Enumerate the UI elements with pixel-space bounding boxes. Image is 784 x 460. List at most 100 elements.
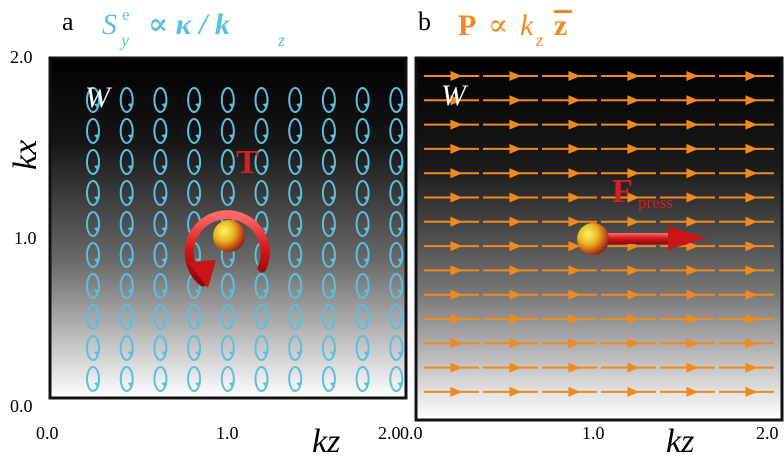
spin-arrowhead-icon [195,320,202,326]
flow-arrowhead-icon [627,168,640,179]
x-tick-b-1: 1.0 [582,423,605,443]
spin-arrowhead-icon [161,258,168,264]
spin-arrowhead-icon [127,351,134,357]
flow-arrowhead-icon [686,265,699,276]
spin-arrowhead-icon [127,227,134,233]
spin-loop-icon [86,273,100,299]
flow-arrowhead-icon [745,386,758,397]
flow-arrowhead-icon [450,192,463,203]
title-b-k: k [520,9,534,42]
spin-arrowhead-icon [94,165,100,171]
spin-loop-icon [153,304,168,330]
flow-arrowhead-icon [745,314,758,324]
flow-arrowhead-icon [509,241,522,252]
spin-loop-icon [119,149,134,175]
spin-loop-icon [321,118,336,144]
spin-loop-icon [321,273,336,299]
flow-arrowhead-icon [509,143,522,154]
flow-arrowhead-icon [509,362,522,373]
spin-loop-icon [389,180,404,206]
spin-loop-icon [153,366,168,392]
flow-arrowhead-icon [509,314,522,324]
spin-arrowhead-icon [127,134,134,140]
spin-arrowhead-icon [363,258,370,264]
spin-arrowhead-icon [94,289,100,295]
spin-loop-icon [187,118,202,144]
spin-arrowhead-icon [329,103,336,109]
spin-arrowhead-icon [296,103,303,109]
spin-loop-icon [86,180,100,206]
flow-arrowhead-icon [450,362,463,373]
spin-arrowhead-icon [228,320,235,326]
flow-arrowhead-icon [568,338,581,349]
flow-arrowhead-icon [450,95,463,106]
y-tick-mid: 1.0 [14,228,37,248]
particle-sphere-icon [213,220,245,252]
flow-arrowhead-icon [745,265,758,276]
spin-arrowhead-icon [363,289,370,295]
spin-arrowhead-icon [363,196,370,202]
x-tick-a-0: 0.0 [36,423,59,443]
spin-arrowhead-icon [262,134,269,140]
spin-arrowhead-icon [397,289,404,295]
spin-arrowhead-icon [397,196,404,202]
flow-arrowhead-icon [509,216,522,227]
spin-arrowhead-icon [262,227,269,233]
flow-arrowhead-icon [745,71,758,81]
spin-arrowhead-icon [195,134,202,140]
title-a-S: S [102,8,117,41]
spin-loop-icon [119,242,134,268]
spin-loop-icon [254,118,269,144]
zbar-overline [554,10,572,13]
flow-arrowhead-icon [450,241,463,252]
spin-arrowhead-icon [161,289,168,295]
flow-arrowhead-icon [686,314,699,324]
spin-loop-icon [321,180,336,206]
spin-arrowhead-icon [329,320,336,326]
flow-arrowhead-icon [686,289,699,300]
spin-arrowhead-icon [262,103,269,109]
spin-loop-icon [187,304,202,330]
spin-loop-icon [153,335,168,361]
flow-arrowhead-icon [627,386,640,397]
spin-loop-icon [153,211,168,237]
flow-arrow-grid [424,71,774,397]
spin-loop-icon [355,273,370,299]
flow-arrowhead-icon [568,95,581,106]
spin-arrowhead-icon [161,320,168,326]
spin-loop-icon [86,211,100,237]
spin-arrowhead-icon [397,382,404,388]
panel-b: b P ∝ k z z W F press 0.0 1.0 2.0 kz [400,7,784,460]
spin-arrowhead-icon [195,351,202,357]
flow-arrowhead-icon [450,143,463,154]
spin-loop-icon [153,87,168,113]
spin-arrowhead-icon [161,227,168,233]
flow-arrowhead-icon [627,314,640,324]
spin-arrowhead-icon [161,165,168,171]
spin-loop-icon [321,335,336,361]
spin-loop-icon [288,180,303,206]
force-label: F [612,173,633,210]
spin-arrowhead-icon [94,320,100,326]
spin-arrowhead-icon [262,289,269,295]
panel-b-title: P ∝ k z z [458,9,572,50]
flow-arrowhead-icon [745,168,758,179]
spin-loop-icon [119,87,134,113]
spin-loop-icon [355,335,370,361]
spin-arrowhead-icon [397,103,404,109]
flow-arrowhead-icon [745,289,758,300]
spin-loop-icon [86,335,100,361]
panel-a-title: S e y ∝ κ / k z [102,5,285,50]
title-b-zbar: z [554,9,567,42]
spin-loop-icon [119,118,134,144]
spin-loop-icon [187,149,202,175]
spin-loop-icon [220,366,235,392]
spin-loop-icon [119,180,134,206]
spin-arrowhead-icon [195,196,202,202]
spin-arrowhead-icon [195,165,202,171]
spin-loop-icon [355,149,370,175]
spin-arrowhead-icon [296,382,303,388]
spin-loop-icon [321,242,336,268]
spin-arrowhead-icon [296,351,303,357]
spin-loop-icon [153,149,168,175]
